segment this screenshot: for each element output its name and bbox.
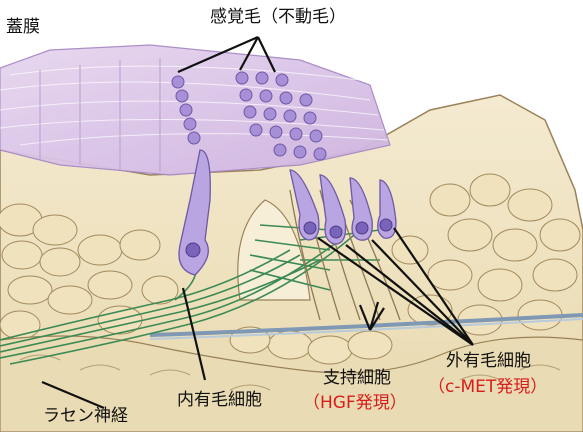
spiral-nerve-label: ラセン神経: [43, 408, 128, 425]
inner-hair-cell-nucleus: [186, 243, 200, 257]
inner-hair-cell-label: 内有毛細胞: [177, 392, 262, 409]
outer-hair-cells-marker: （c-MET発現）: [428, 379, 547, 396]
stereocilia-label: 感覚毛（不動毛）: [210, 9, 346, 26]
tectorial-membrane-label: 蓋膜: [6, 19, 40, 36]
supporting-cells-label: 支持細胞: [323, 370, 391, 387]
supporting-cells-marker: （HGF発現）: [303, 395, 407, 412]
outer-hair-cells-label: 外有毛細胞: [446, 353, 531, 370]
